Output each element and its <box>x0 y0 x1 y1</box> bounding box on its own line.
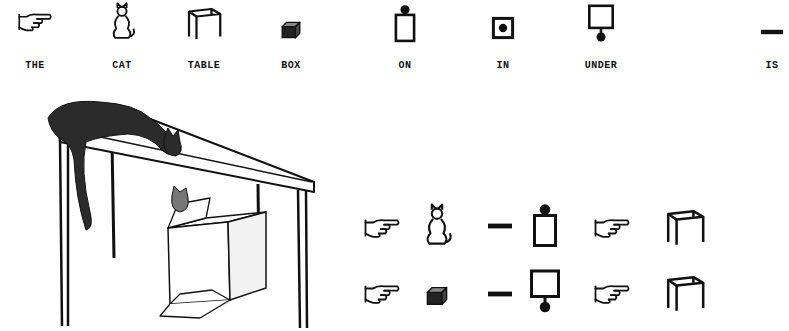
symbol-word: ON <box>398 60 411 71</box>
cat <box>48 101 178 230</box>
cat-head <box>164 128 181 156</box>
symbol-word: UNDER <box>585 60 618 71</box>
the-symbol <box>366 286 399 303</box>
on-symbol <box>396 5 414 41</box>
kitten <box>172 186 189 212</box>
scene <box>48 101 314 328</box>
symbol-word: TABLE <box>188 60 221 71</box>
the-symbol <box>596 220 629 237</box>
the-symbol <box>19 14 51 30</box>
symbol-word: IS <box>765 60 778 71</box>
box-flap <box>160 300 230 318</box>
symbol-word: THE <box>25 60 45 71</box>
on-symbol <box>535 204 556 245</box>
box-side <box>228 212 266 300</box>
under-symbol <box>589 6 612 42</box>
is-symbol <box>488 224 512 229</box>
table-symbol <box>668 277 703 311</box>
the-symbol <box>366 220 399 237</box>
under-symbol <box>532 271 559 312</box>
cat-symbol <box>428 205 451 244</box>
box-symbol <box>282 22 300 37</box>
is-symbol <box>761 30 783 34</box>
table-leg <box>112 142 114 258</box>
in-symbol <box>493 18 512 37</box>
cat-symbol <box>114 3 134 38</box>
box-front <box>168 222 230 304</box>
box-symbol <box>427 288 446 305</box>
is-symbol <box>488 292 512 297</box>
symbol-word: BOX <box>281 60 301 71</box>
symbol-word: IN <box>496 60 509 71</box>
the-symbol <box>596 286 629 303</box>
table-symbol <box>668 211 703 245</box>
table-leg <box>60 140 68 326</box>
symbol-word: CAT <box>112 60 132 71</box>
table-symbol <box>189 9 220 39</box>
table-leg <box>298 190 307 328</box>
